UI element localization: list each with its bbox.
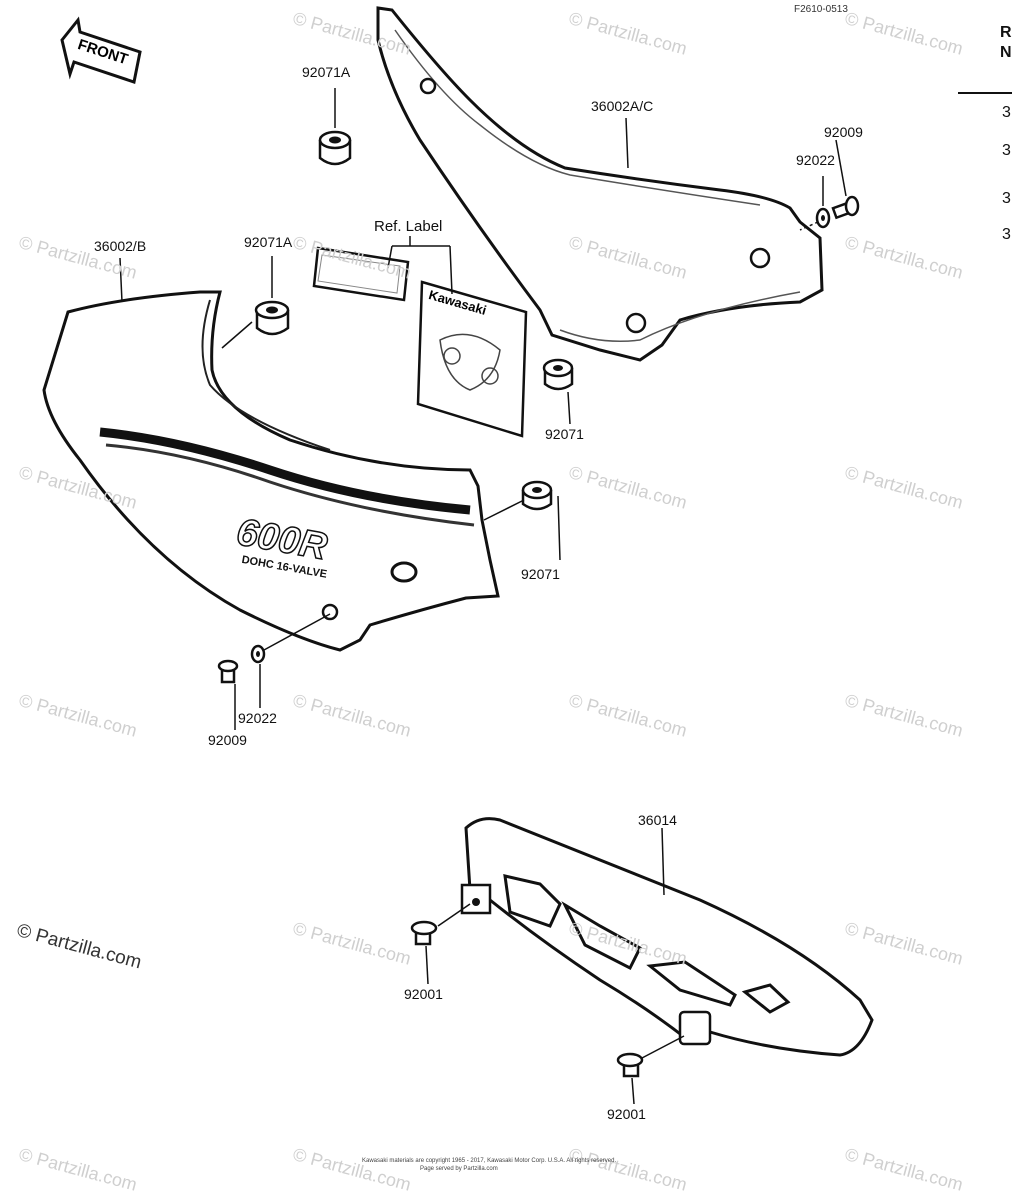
- copyright-line: Page served by Partzilla.com: [420, 1166, 498, 1172]
- part-label-92001-left: 92001: [404, 986, 443, 1002]
- chain-guard: [460, 817, 874, 1057]
- leader-lines: [119, 88, 847, 1105]
- part-label-92009-right: 92009: [824, 124, 863, 140]
- sidebar-divider: [958, 92, 1012, 94]
- side-cover-upper: [376, 6, 824, 362]
- sidebar-row: 3: [1002, 226, 1011, 243]
- bolt-92001-left: [410, 920, 438, 946]
- sidebar-row: 3: [1002, 190, 1011, 207]
- sidebar-header-1: R: [1000, 24, 1012, 41]
- bolt-92009-left: [217, 659, 239, 684]
- grommet-92071a-top: [318, 130, 352, 166]
- part-label-92071a-mid: 92071A: [244, 234, 293, 250]
- kawasaki-badge: Kawasaki: [416, 280, 528, 438]
- grommet-92071-low: [521, 480, 553, 511]
- sidebar-row: 3: [1002, 142, 1011, 159]
- part-label-92001-right: 92001: [607, 1106, 646, 1122]
- part-label-36002b: 36002/B: [94, 238, 147, 254]
- washer-92022-left: [250, 644, 266, 664]
- part-label-92071-low: 92071: [521, 566, 560, 582]
- copyright-line: Kawasaki materials are copyright 1965 - …: [362, 1158, 617, 1164]
- ref-label-bracket: [387, 236, 453, 295]
- ref-label-text: Ref. Label: [374, 218, 443, 235]
- grommet-92071a-mid: [254, 300, 290, 336]
- part-label-92009-left: 92009: [208, 732, 247, 748]
- part-label-92022-left: 92022: [238, 710, 277, 726]
- part-label-92071a-top: 92071A: [302, 64, 351, 80]
- bolt-92001-right: [616, 1052, 644, 1078]
- washer-92022-right: [815, 207, 831, 229]
- diagram-code: F2610-0513: [794, 4, 848, 15]
- part-label-92071-mid: 92071: [545, 426, 584, 442]
- front-arrow-icon: FRONT: [60, 16, 142, 84]
- reflector-label: [312, 246, 410, 302]
- part-label-92022-right: 92022: [796, 152, 835, 168]
- part-label-36002ac: 36002A/C: [591, 98, 654, 114]
- part-label-36014: 36014: [638, 812, 677, 828]
- side-cover-lower: 600R DOHC 16-VALVE: [42, 290, 500, 652]
- bolt-92009-right: [831, 195, 860, 220]
- sidebar-header-2: N: [1000, 44, 1012, 61]
- grommet-92071-mid: [542, 358, 574, 391]
- sidebar-row: 3: [1002, 104, 1011, 121]
